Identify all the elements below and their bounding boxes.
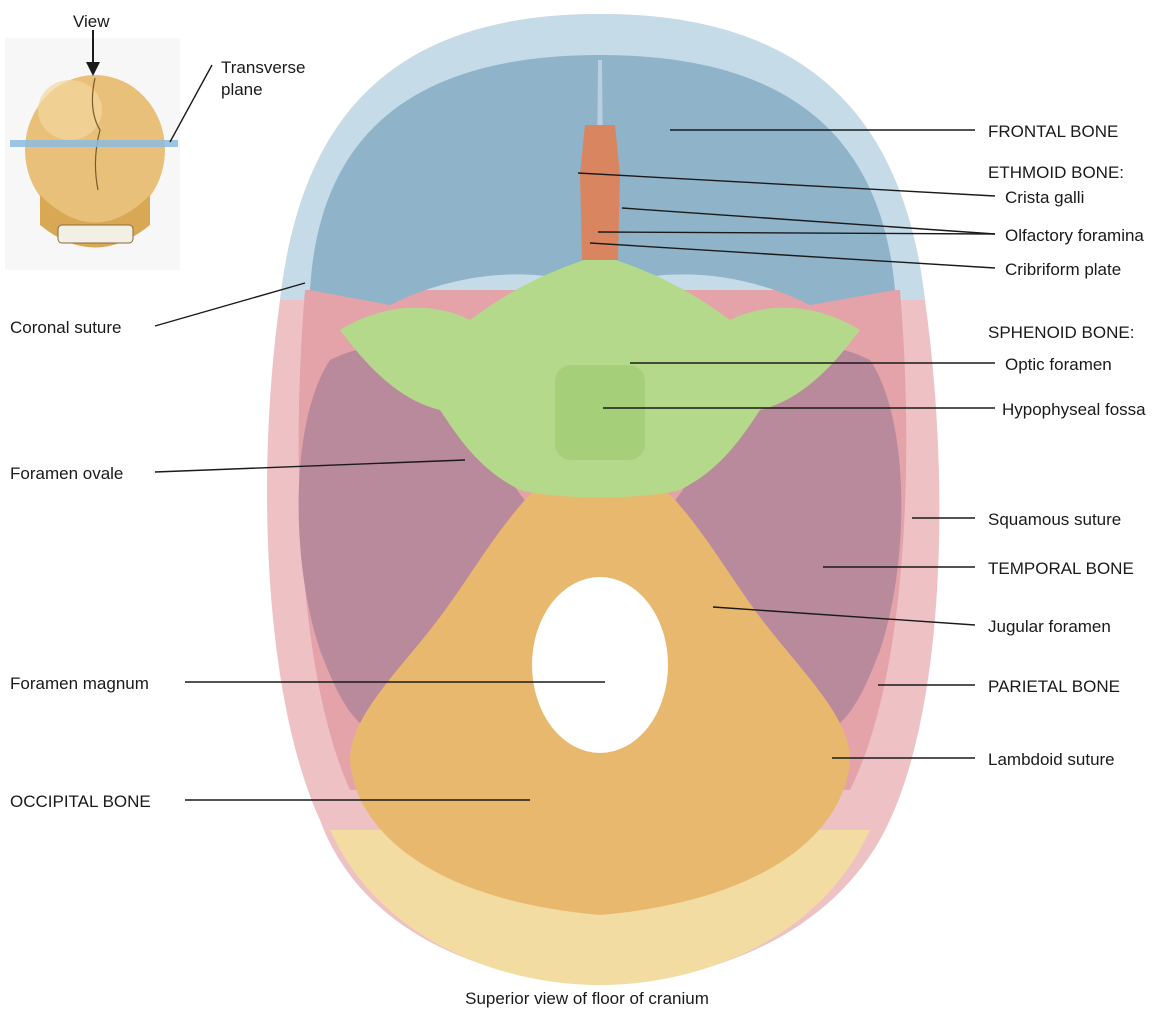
label-sphenoid-bone: SPHENOID BONE: — [988, 323, 1134, 342]
label-hypophyseal-fossa: Hypophyseal fossa — [1002, 400, 1146, 419]
label-coronal-suture: Coronal suture — [10, 318, 122, 337]
inset-highlight — [38, 80, 102, 140]
cranium-floor — [267, 14, 939, 985]
label-lambdoid-suture: Lambdoid suture — [988, 750, 1115, 769]
label-optic-foramen: Optic foramen — [1005, 355, 1112, 374]
label-crista-galli: Crista galli — [1005, 188, 1084, 207]
inset-transverse-plane — [10, 140, 178, 147]
label-jugular-foramen: Jugular foramen — [988, 617, 1111, 636]
label-ethmoid-bone: ETHMOID BONE: — [988, 163, 1124, 182]
label-temporal-bone: TEMPORAL BONE — [988, 559, 1134, 578]
plane-label-line2: plane — [221, 80, 263, 99]
label-olfactory-foramina: Olfactory foramina — [1005, 226, 1144, 245]
label-squamous-suture: Squamous suture — [988, 510, 1121, 529]
view-label: View — [73, 12, 110, 31]
inset-skull-figure — [5, 30, 212, 270]
inset-teeth — [58, 225, 133, 243]
ethmoid-bone-region — [580, 125, 620, 260]
sella-turcica — [555, 365, 645, 460]
label-cribriform-plate: Cribriform plate — [1005, 260, 1121, 279]
plane-label-line1: Transverse — [221, 58, 305, 77]
foramen-magnum-opening — [532, 577, 668, 753]
label-foramen-ovale: Foramen ovale — [10, 464, 123, 483]
figure-caption: Superior view of floor of cranium — [465, 989, 709, 1008]
label-foramen-magnum: Foramen magnum — [10, 674, 149, 693]
label-frontal-bone: FRONTAL BONE — [988, 122, 1118, 141]
label-occipital-bone: OCCIPITAL BONE — [10, 792, 151, 811]
label-parietal-bone: PARIETAL BONE — [988, 677, 1120, 696]
